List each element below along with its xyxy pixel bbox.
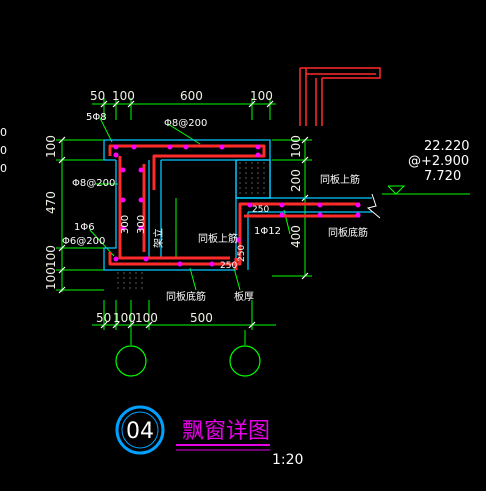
label-slab-bottom-2: 同板底筋 xyxy=(166,290,206,303)
label-spacing-5: 5Φ8 xyxy=(86,112,107,123)
top-dim-600: 600 xyxy=(180,89,203,103)
right-dimensions: 100 200 400 xyxy=(289,135,303,248)
left-dim-100c: 100 xyxy=(44,267,58,290)
axis-bubbles xyxy=(115,345,261,377)
label-top-bar: Φ8@200 xyxy=(164,118,207,129)
left-edge-fragments: 0 0 0 xyxy=(0,126,7,175)
right-dim-100: 100 xyxy=(289,135,303,158)
elevation-2: @+2.900 xyxy=(408,154,469,169)
left-edge-fragment: 0 xyxy=(0,126,7,139)
label-300-a: 300 xyxy=(120,215,131,234)
rebar-dots xyxy=(113,144,361,267)
label-250-b: 250 xyxy=(220,261,237,271)
elevation-3: 7.720 xyxy=(424,169,461,184)
label-lower-left-bar: Φ6@200 xyxy=(62,236,105,247)
title-scale: 1:20 xyxy=(272,452,303,468)
wall-hatch xyxy=(117,162,265,290)
label-slab-bottom: 同板底筋 xyxy=(328,226,368,239)
elevation-marks: 22.220 @+2.900 7.720 xyxy=(382,139,470,195)
label-slab-thickness: 板厚 xyxy=(234,290,254,303)
label-slab-top-2: 同板上筋 xyxy=(198,232,238,245)
elevation-symbol xyxy=(382,185,470,195)
label-slab-top: 同板上筋 xyxy=(320,173,360,186)
label-side: 架立 xyxy=(152,228,165,248)
right-dim-400: 400 xyxy=(289,225,303,248)
label-spacing-1: 1Φ6 xyxy=(74,222,95,233)
title-circle xyxy=(115,405,165,455)
title-block: 04 飘窗详图 1:20 xyxy=(115,405,303,468)
label-left-bar: Φ8@200 xyxy=(72,178,115,189)
bottom-dim-100b: 100 xyxy=(135,311,158,325)
bottom-dim-100: 100 xyxy=(113,311,136,325)
left-dimensions: 100 470 100 100 xyxy=(44,135,58,290)
label-250-c: 250 xyxy=(237,245,247,262)
label-300-b: 300 xyxy=(136,215,147,234)
top-dim-100b: 100 xyxy=(250,89,273,103)
bottom-dim-500: 500 xyxy=(190,311,213,325)
rebar xyxy=(108,144,360,270)
top-dim-50: 50 xyxy=(90,89,105,103)
title-name: 飘窗详图 xyxy=(182,419,270,444)
elevation-1: 22.220 xyxy=(424,139,470,154)
bottom-dim-50: 50 xyxy=(96,311,111,325)
left-dim-470: 470 xyxy=(44,191,58,214)
concrete-outline xyxy=(103,139,372,271)
left-dim-100b: 100 xyxy=(44,245,58,268)
top-dim-100: 100 xyxy=(112,89,135,103)
rebar-labels: 5Φ8 Φ8@200 Φ8@200 1Φ6 Φ6@200 1Φ12 同板上筋 同… xyxy=(62,112,368,303)
label-250-a: 250 xyxy=(252,205,269,215)
label-hanging-bar: 1Φ12 xyxy=(254,226,281,237)
bottom-dimensions: 50 100 100 500 xyxy=(96,311,213,325)
right-dim-200: 200 xyxy=(289,169,303,192)
title-number: 04 xyxy=(126,419,154,444)
left-dim-100: 100 xyxy=(44,135,58,158)
left-edge-fragment: 0 xyxy=(0,144,7,157)
left-edge-fragment: 0 xyxy=(0,162,7,175)
break-symbol xyxy=(366,193,381,219)
window-head-detail xyxy=(299,67,381,126)
top-dimensions: 50 100 600 100 xyxy=(90,89,273,103)
